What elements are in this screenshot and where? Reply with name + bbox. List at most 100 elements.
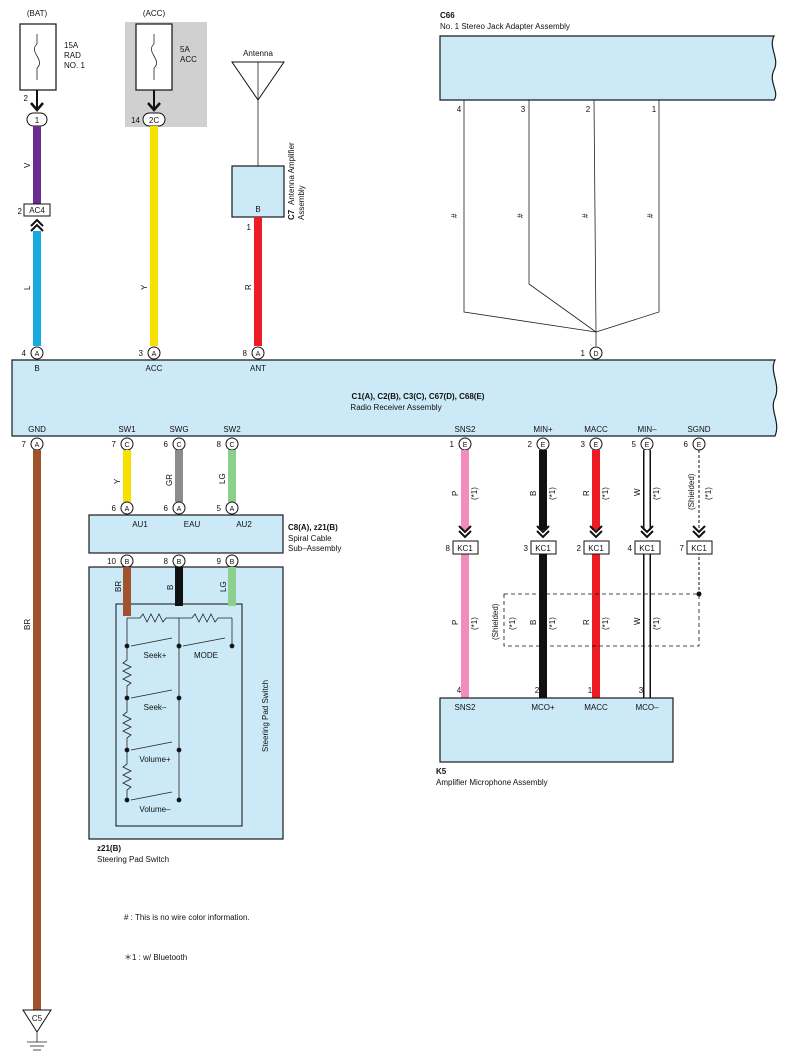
svg-text:3: 3 — [139, 349, 144, 358]
svg-text:8: 8 — [217, 440, 222, 449]
svg-text:3: 3 — [581, 440, 586, 449]
c66-code: C66 — [440, 11, 455, 20]
wire-code-b2: B — [166, 585, 175, 590]
svg-text:MIN+: MIN+ — [533, 425, 553, 434]
svg-text:B: B — [177, 559, 182, 566]
svg-text:MCO–: MCO– — [635, 703, 659, 712]
c66-wire-mark-1: # — [646, 213, 655, 218]
fuse-acc-terminal: 2C — [149, 116, 159, 125]
ground-label: C5 — [32, 1014, 43, 1023]
wire-code-y-acc: Y — [140, 284, 149, 290]
notes: # : This is no wire color information. ＊… — [124, 913, 250, 962]
steering-pad-switch: BR B LG Seek+ MODE Seek– Volume+ Volume–… — [88, 566, 284, 864]
fuse-bat-source: (BAT) — [27, 9, 48, 18]
svg-text:10: 10 — [107, 557, 116, 566]
switch-name: Steering Pad Switch — [97, 855, 169, 864]
gnd-wire: BR C5 — [22, 450, 52, 1051]
svg-text:SNS2: SNS2 — [455, 703, 476, 712]
antenna: Antenna — [231, 49, 285, 166]
c66-stereo-jack: C66 No. 1 Stereo Jack Adapter Assembly 4… — [439, 11, 777, 346]
svg-text:KC1: KC1 — [457, 544, 473, 553]
svg-text:D: D — [593, 351, 598, 358]
radio-title: C1(A), C2(B), C3(C), C67(D), C68(E) — [352, 392, 485, 401]
svg-text:8: 8 — [243, 349, 248, 358]
switch-code: z21(B) — [97, 844, 121, 853]
wire-code-y-sw1: Y — [113, 478, 122, 484]
note-bluetooth: ＊1 : w/ Bluetooth — [124, 953, 187, 962]
shielded-upper: (Shielded) — [687, 473, 696, 510]
c8-label-eau: EAU — [184, 520, 201, 529]
wire-code-w-lower: W — [633, 617, 642, 625]
svg-text:1: 1 — [450, 440, 455, 449]
switch-mode: MODE — [194, 651, 218, 660]
svg-text:B: B — [230, 559, 235, 566]
c7-name2: Assembly — [297, 185, 306, 220]
wire-code-r-lower: R — [582, 619, 591, 625]
c8-spiral-cable: 6 A 6 A 5 A AU1 EAU AU2 C8(A), z21(B) Sp… — [88, 501, 341, 568]
c8-name1: Spiral Cable — [288, 534, 332, 543]
svg-text:A: A — [35, 442, 40, 449]
svg-text:6: 6 — [684, 440, 689, 449]
radio-name: Radio Receiver Assembly — [350, 403, 441, 412]
bt-mark-5: (*1) — [704, 487, 713, 500]
svg-text:MCO+: MCO+ — [531, 703, 555, 712]
svg-text:KC1: KC1 — [535, 544, 551, 553]
svg-text:7: 7 — [112, 440, 117, 449]
svg-text:MACC: MACC — [584, 703, 608, 712]
bt-mark-1: (*1) — [470, 487, 479, 500]
radio-top-pin-d1: 1 D — [581, 346, 603, 360]
switch-seek-plus: Seek+ — [144, 651, 167, 660]
c7-code: C7 — [287, 209, 296, 220]
svg-text:A: A — [35, 351, 40, 358]
radio-bottom-pins: GND 7 A SW1 7 C SWG 6 C SW2 8 C SNS2 1 E — [22, 425, 711, 451]
wire-code-br: BR — [23, 619, 32, 630]
svg-text:6: 6 — [112, 504, 117, 513]
svg-text:A: A — [230, 506, 235, 513]
svg-text:6: 6 — [164, 504, 169, 513]
upper-wires: V 2 AC4 L Y R — [18, 126, 262, 346]
svg-text:SNS2: SNS2 — [455, 425, 476, 434]
ac4-pin: 2 — [18, 207, 23, 216]
bt-mark-6: (*1) — [470, 617, 479, 630]
svg-text:E: E — [645, 442, 650, 449]
svg-text:A: A — [177, 506, 182, 513]
fuse-bat-name: RAD — [64, 51, 81, 60]
svg-text:C: C — [124, 442, 129, 449]
svg-text:MACC: MACC — [584, 425, 608, 434]
bt-mark-2: (*1) — [548, 487, 557, 500]
radio-top-pin-ant: 8 A ANT — [243, 346, 266, 373]
fuse-bat: (BAT) 15A RAD NO. 1 2 1 — [19, 9, 85, 127]
svg-text:4: 4 — [628, 544, 633, 553]
svg-text:6: 6 — [164, 440, 169, 449]
k5-code: K5 — [436, 767, 447, 776]
fuse-bat-no: NO. 1 — [64, 61, 85, 70]
fuse-acc-pin: 14 — [131, 116, 140, 125]
svg-text:C: C — [229, 442, 234, 449]
fuse-bat-terminal: 1 — [35, 116, 40, 125]
wire-code-r: R — [582, 490, 591, 496]
radio-top-pin-b: 4 A B — [22, 346, 44, 373]
shielded-lower: (Shielded) — [491, 603, 500, 640]
svg-text:2: 2 — [528, 440, 533, 449]
svg-text:KC1: KC1 — [588, 544, 604, 553]
c7-pin: 1 — [247, 223, 252, 232]
svg-text:KC1: KC1 — [639, 544, 655, 553]
svg-text:4: 4 — [457, 686, 462, 695]
switch-side-label: Steering Pad Switch — [261, 680, 270, 752]
wire-code-w: W — [633, 488, 642, 496]
svg-text:5: 5 — [632, 440, 637, 449]
bt-mark-8: (*1) — [548, 617, 557, 630]
bt-mark-3: (*1) — [601, 487, 610, 500]
radio-pin-gnd: GND 7 A — [22, 425, 46, 451]
svg-text:3: 3 — [639, 686, 644, 695]
radio-pin-sgnd: SGND 6 E — [684, 425, 711, 451]
c66-pin-3: 3 — [521, 105, 526, 114]
wire-code-p: P — [451, 491, 460, 496]
radio-pin-sw1: SW1 7 C — [112, 425, 136, 451]
fuse-acc-source: (ACC) — [143, 9, 166, 18]
fuse-acc-name: ACC — [180, 55, 197, 64]
svg-text:SW2: SW2 — [223, 425, 241, 434]
svg-text:SW1: SW1 — [118, 425, 136, 434]
wire-code-v: V — [23, 162, 32, 168]
switch-volume-minus: Volume– — [139, 805, 171, 814]
